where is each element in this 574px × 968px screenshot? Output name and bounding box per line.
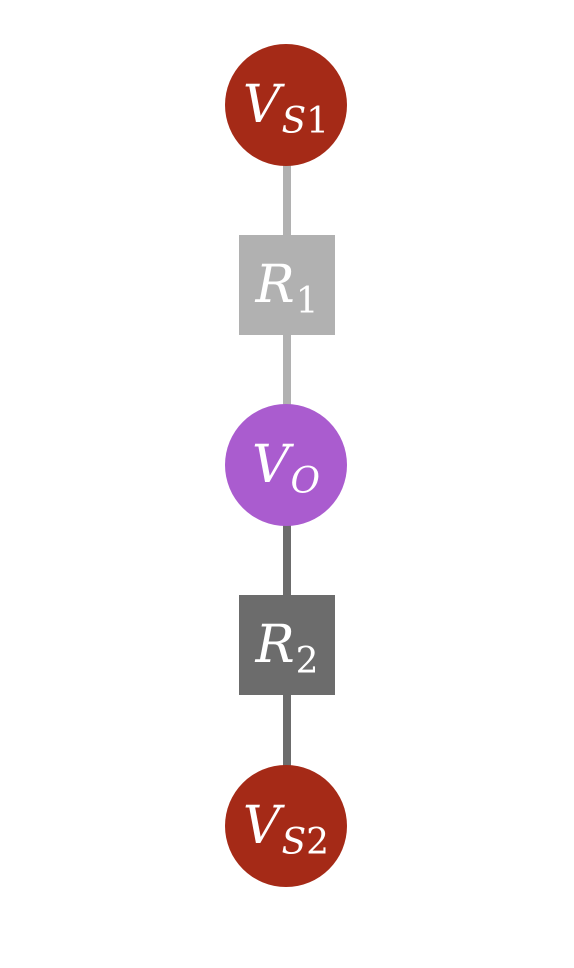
resistor-r2-sub-number: 2 bbox=[295, 640, 319, 682]
resistor-r1-sub-number: 1 bbox=[295, 280, 319, 322]
node-vs2-sub-letter: S bbox=[281, 821, 307, 863]
node-vs2-sub-number: 2 bbox=[306, 821, 330, 863]
node-vo-sub-letter: O bbox=[290, 460, 321, 502]
node-vs2-symbol: V bbox=[242, 796, 281, 856]
node-vo-symbol: V bbox=[251, 435, 290, 495]
resistor-r1-symbol: R bbox=[255, 255, 295, 315]
node-vs1-symbol: V bbox=[242, 75, 281, 135]
resistor-r2-symbol: R bbox=[255, 615, 295, 675]
node-vs1-sub-letter: S bbox=[281, 100, 307, 142]
node-vs1-sub-number: 1 bbox=[306, 100, 330, 142]
